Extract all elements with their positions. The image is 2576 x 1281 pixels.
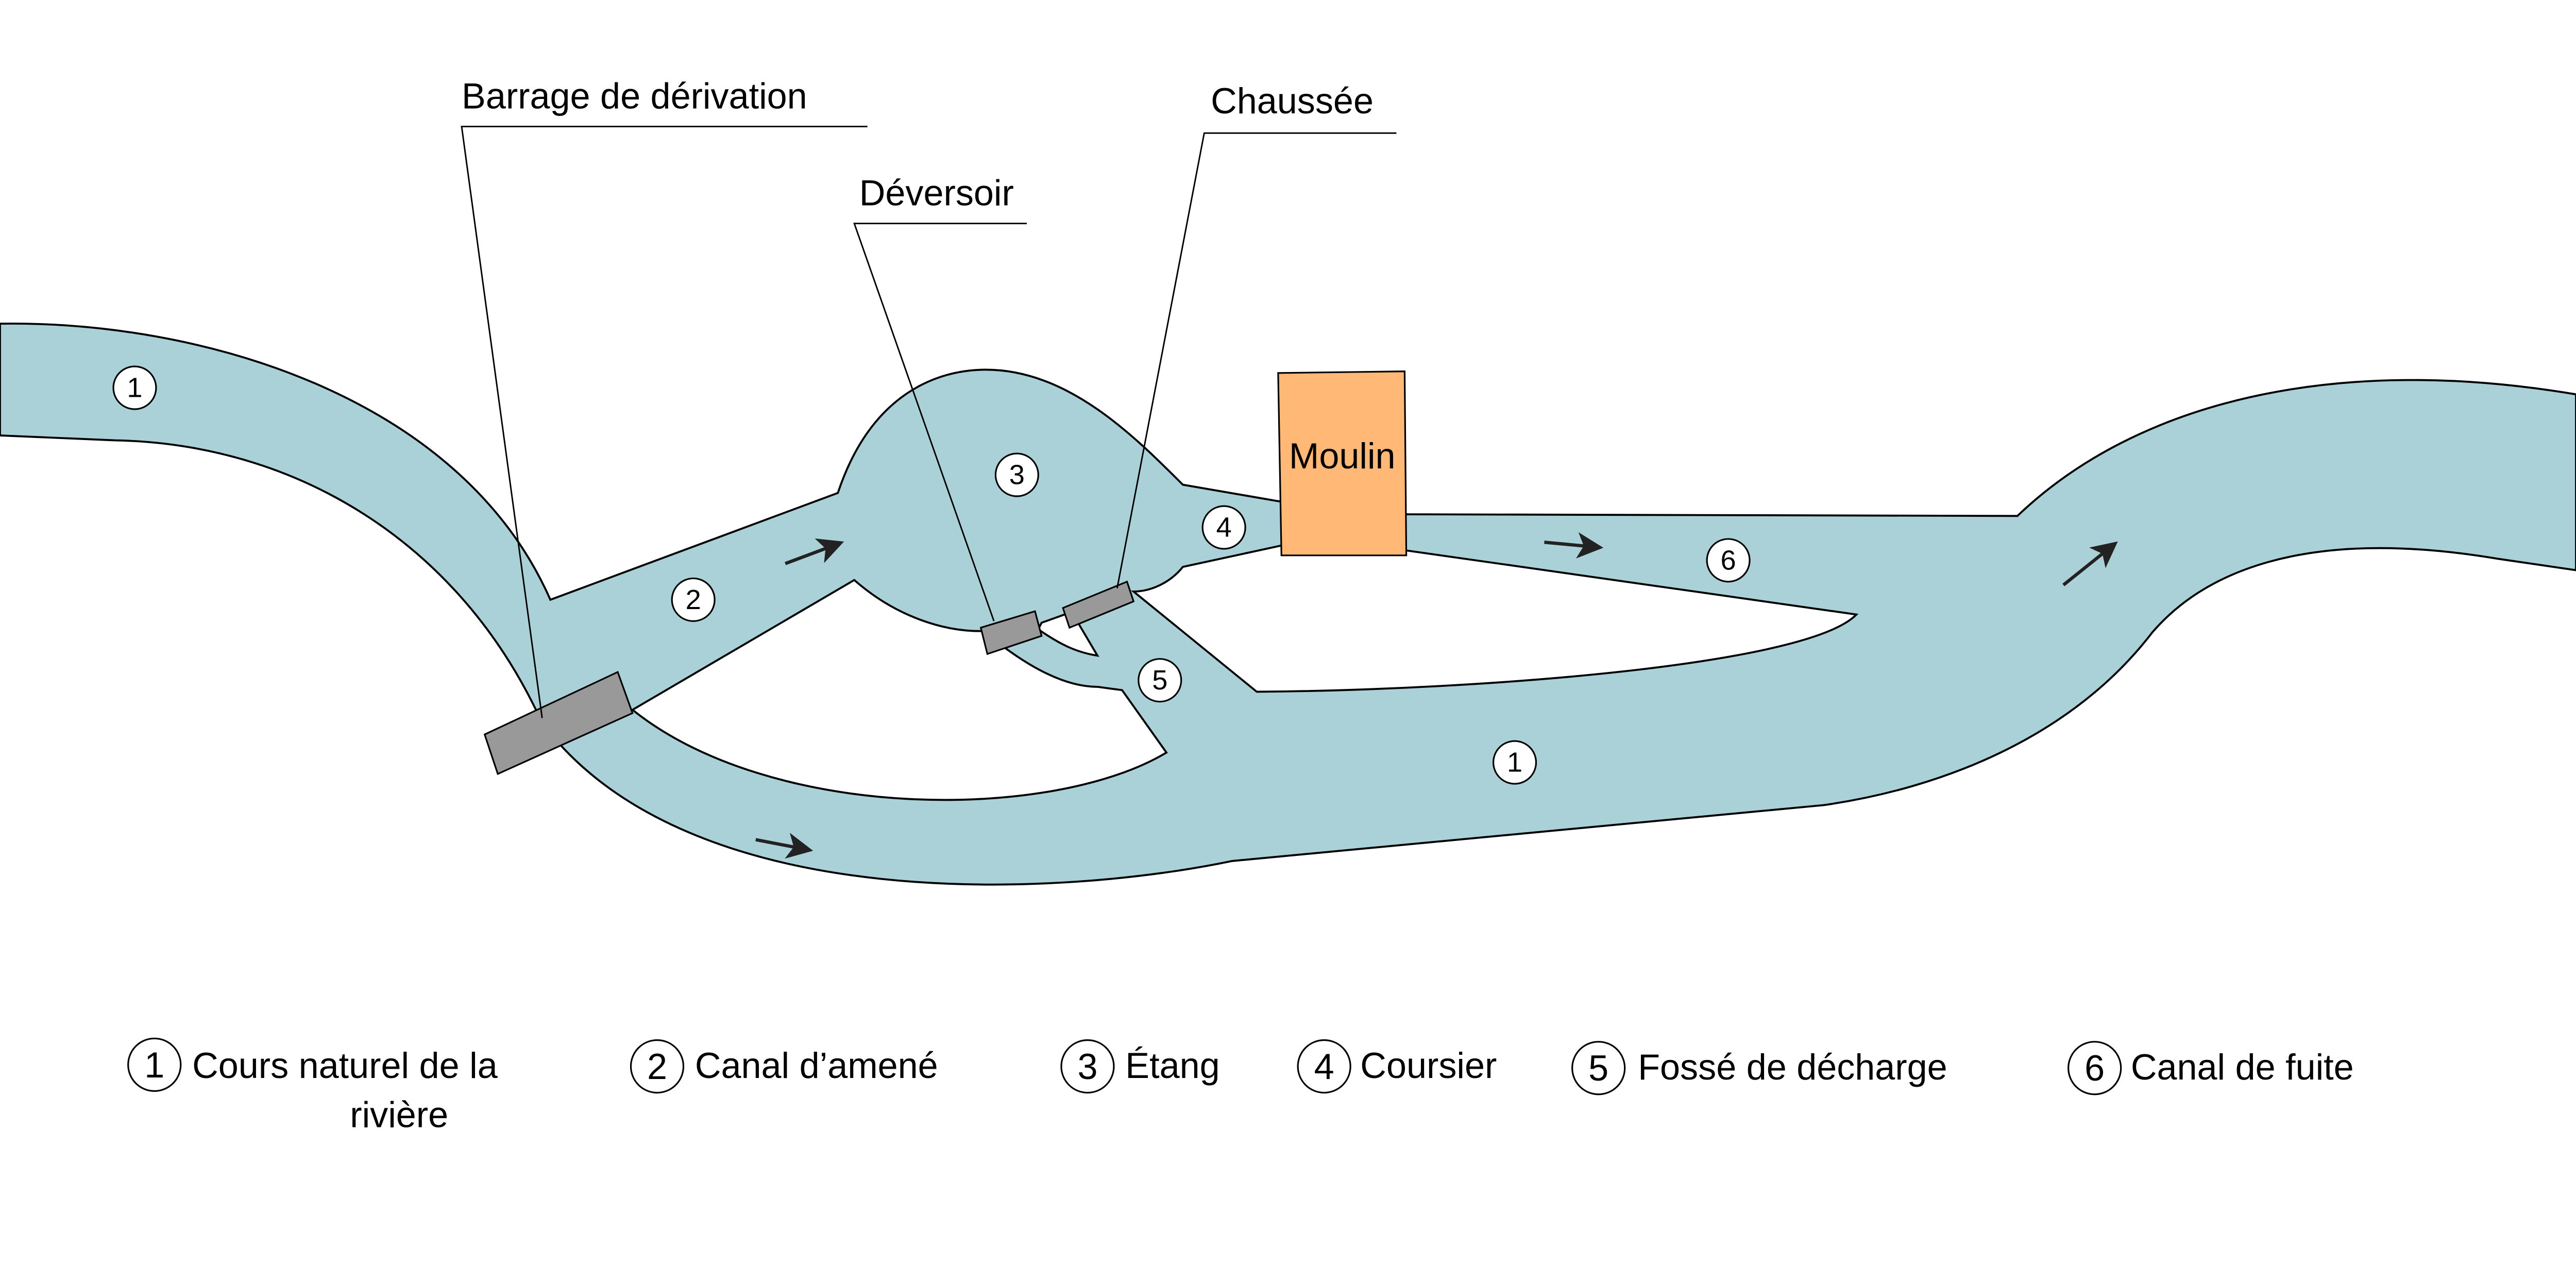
legend-item-5: 5 Fossé de décharge [1571, 1041, 1947, 1095]
island-right [1130, 544, 1859, 693]
legend-item-3: 3 Étang [1060, 1039, 1220, 1094]
callout-barrage-label: Barrage de dérivation [462, 75, 807, 116]
flow-arrow-icon [1544, 532, 1604, 559]
marker-3: 3 [994, 452, 1039, 497]
svg-text:2: 2 [686, 584, 701, 615]
svg-text:3: 3 [1077, 1046, 1097, 1087]
marker-6: 6 [1706, 538, 1751, 583]
callout-deversoir: Déversoir [853, 173, 1027, 621]
flow-arrow-icon [2062, 541, 2118, 586]
svg-text:5: 5 [1588, 1048, 1608, 1088]
legend: 1 Cours naturel de la rivière 2 Canal d’… [127, 1037, 2354, 1135]
svg-text:Coursier: Coursier [1360, 1045, 1497, 1086]
flow-arrow-icon [785, 538, 844, 565]
callout-chaussee-label: Chaussée [1211, 80, 1374, 121]
svg-text:Fossé de décharge: Fossé de décharge [1638, 1047, 1947, 1087]
svg-text:6: 6 [2084, 1048, 2105, 1088]
svg-text:3: 3 [1009, 460, 1025, 491]
svg-text:rivière: rivière [350, 1094, 448, 1135]
svg-text:6: 6 [1721, 545, 1736, 576]
svg-text:5: 5 [1152, 665, 1167, 696]
svg-text:Canal de fuite: Canal de fuite [2131, 1047, 2354, 1087]
callout-barrage: Barrage de dérivation [461, 75, 868, 718]
diagram-stage: Moulin Barrage de dérivation Déversoir C… [0, 75, 2576, 1135]
marker-1b: 1 [1493, 740, 1537, 785]
legend-item-4: 4 Coursier [1297, 1039, 1497, 1094]
spillway-gate [979, 610, 1043, 655]
callout-deversoir-label: Déversoir [859, 173, 1014, 213]
marker-4: 4 [1201, 505, 1246, 550]
svg-text:4: 4 [1216, 512, 1232, 543]
legend-item-6: 6 Canal de fuite [2067, 1041, 2354, 1095]
svg-text:1: 1 [1507, 747, 1522, 778]
diversion-dam [483, 671, 634, 776]
svg-text:1: 1 [144, 1044, 164, 1085]
svg-text:1: 1 [127, 373, 142, 403]
svg-text:Étang: Étang [1125, 1045, 1219, 1086]
callout-chaussee: Chaussée [1116, 80, 1397, 588]
svg-text:4: 4 [1314, 1046, 1334, 1087]
causeway-gate [1062, 580, 1135, 629]
mill-label: Moulin [1289, 435, 1396, 476]
flow-arrow-icon [755, 833, 814, 859]
legend-item-2: 2 Canal d’amené [630, 1039, 938, 1094]
marker-5: 5 [1138, 658, 1182, 703]
svg-text:2: 2 [647, 1046, 667, 1087]
mill-diagram: Moulin Barrage de dérivation Déversoir C… [0, 75, 2576, 1135]
legend-item-1: 1 Cours naturel de la rivière [127, 1037, 498, 1135]
svg-text:Canal d’amené: Canal d’amené [695, 1045, 938, 1086]
marker-2: 2 [671, 577, 716, 622]
marker-1: 1 [112, 365, 157, 410]
svg-text:Cours naturel de la: Cours naturel de la [192, 1045, 498, 1086]
island-left [631, 579, 1168, 801]
mill-building [1277, 370, 1408, 557]
